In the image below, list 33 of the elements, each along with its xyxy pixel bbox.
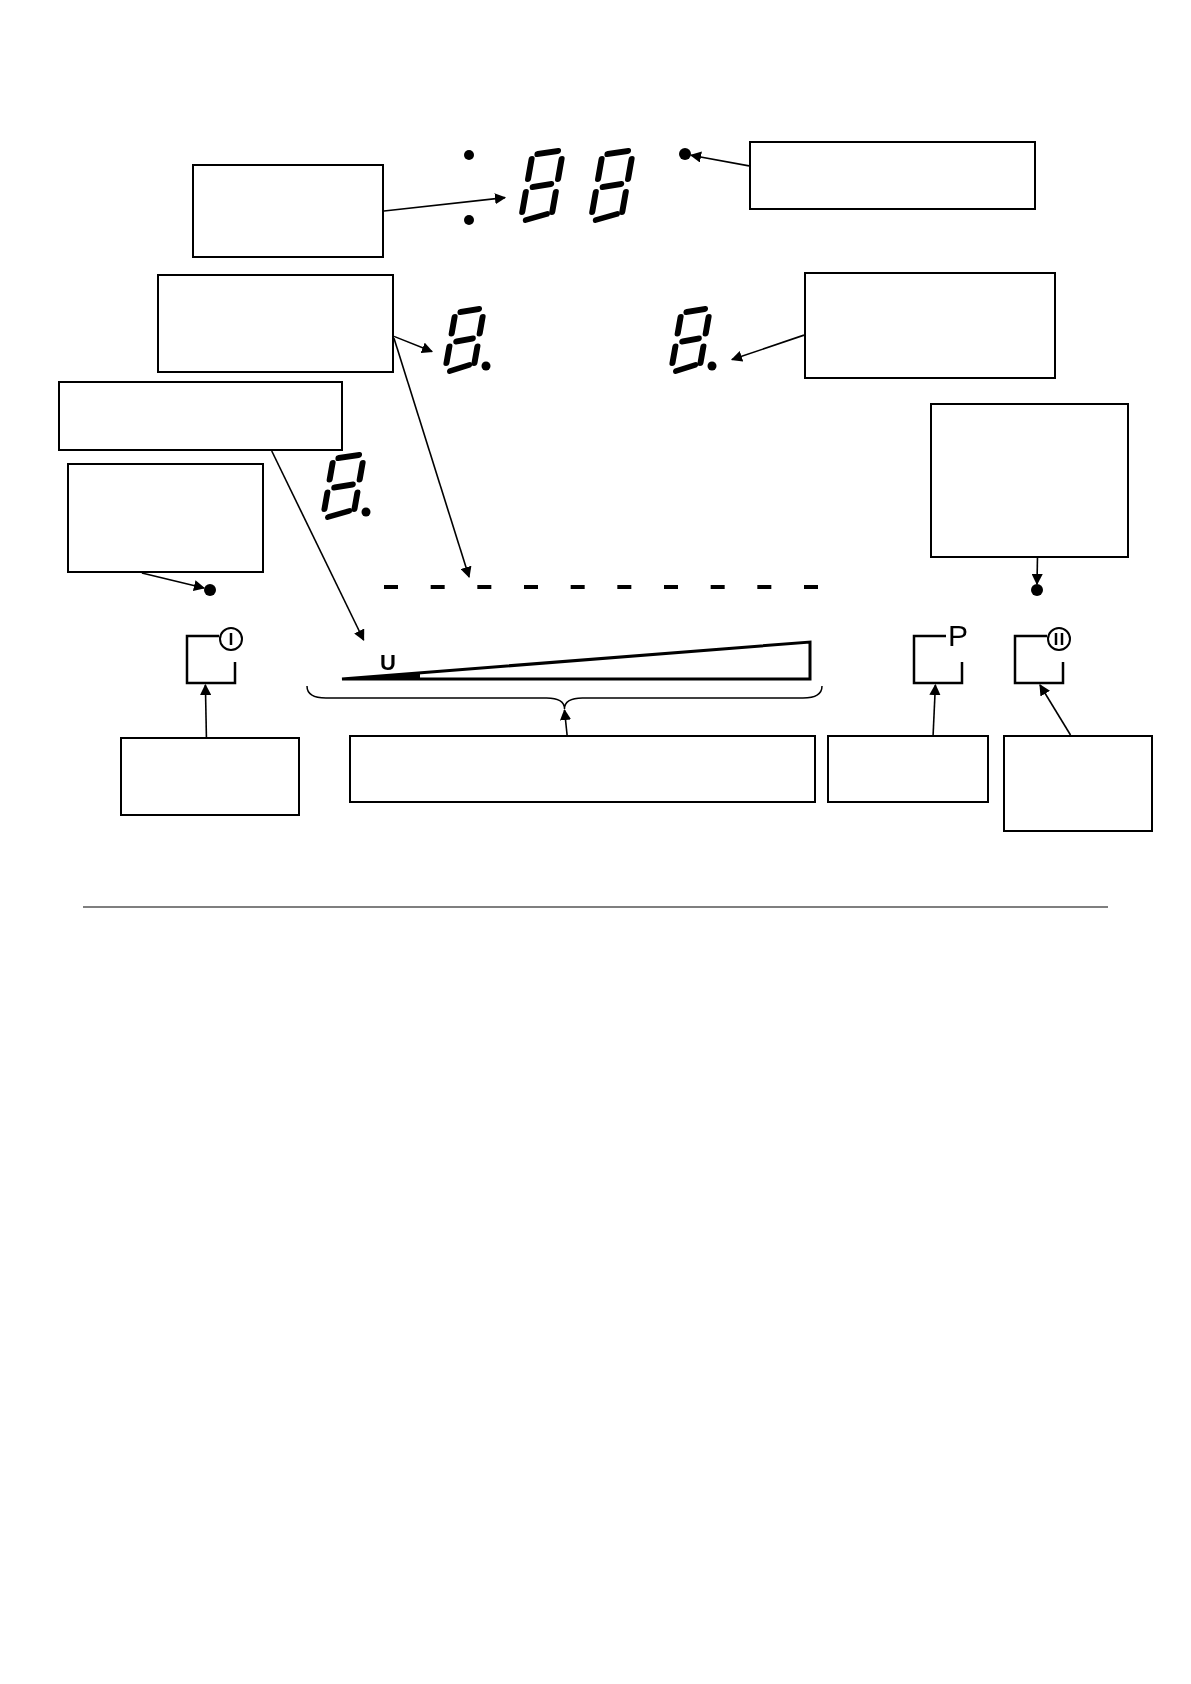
indicator-dot (679, 148, 691, 160)
arrow (1031, 557, 1043, 586)
arrow (141, 572, 206, 592)
slider-label: U (380, 652, 396, 674)
arrow (559, 708, 572, 736)
arrow (689, 151, 750, 167)
arrow (1039, 684, 1072, 736)
callout-box (67, 463, 264, 573)
touch-button (185, 626, 245, 685)
arrow (383, 193, 507, 212)
callout-box (749, 141, 1036, 210)
callout-box (58, 381, 343, 451)
callout-box (192, 164, 384, 258)
callout-box (1003, 735, 1153, 832)
callout-box (804, 272, 1056, 379)
callout-box (349, 735, 816, 803)
arrow (270, 450, 365, 641)
arrow (929, 683, 941, 736)
indicator-dot (204, 584, 216, 596)
callout-box (827, 735, 989, 803)
curly-brace (306, 686, 823, 710)
arrow (393, 337, 472, 579)
touch-button (1013, 626, 1073, 685)
arrow (730, 334, 805, 362)
indicator-dot (1031, 584, 1043, 596)
touch-button: P (912, 622, 972, 685)
arrow (393, 335, 434, 353)
slider-wedge (340, 640, 812, 682)
callout-box (120, 737, 300, 816)
dash-row (384, 583, 818, 591)
callout-box (157, 274, 394, 373)
arrow (200, 683, 212, 738)
callout-box (930, 403, 1129, 558)
